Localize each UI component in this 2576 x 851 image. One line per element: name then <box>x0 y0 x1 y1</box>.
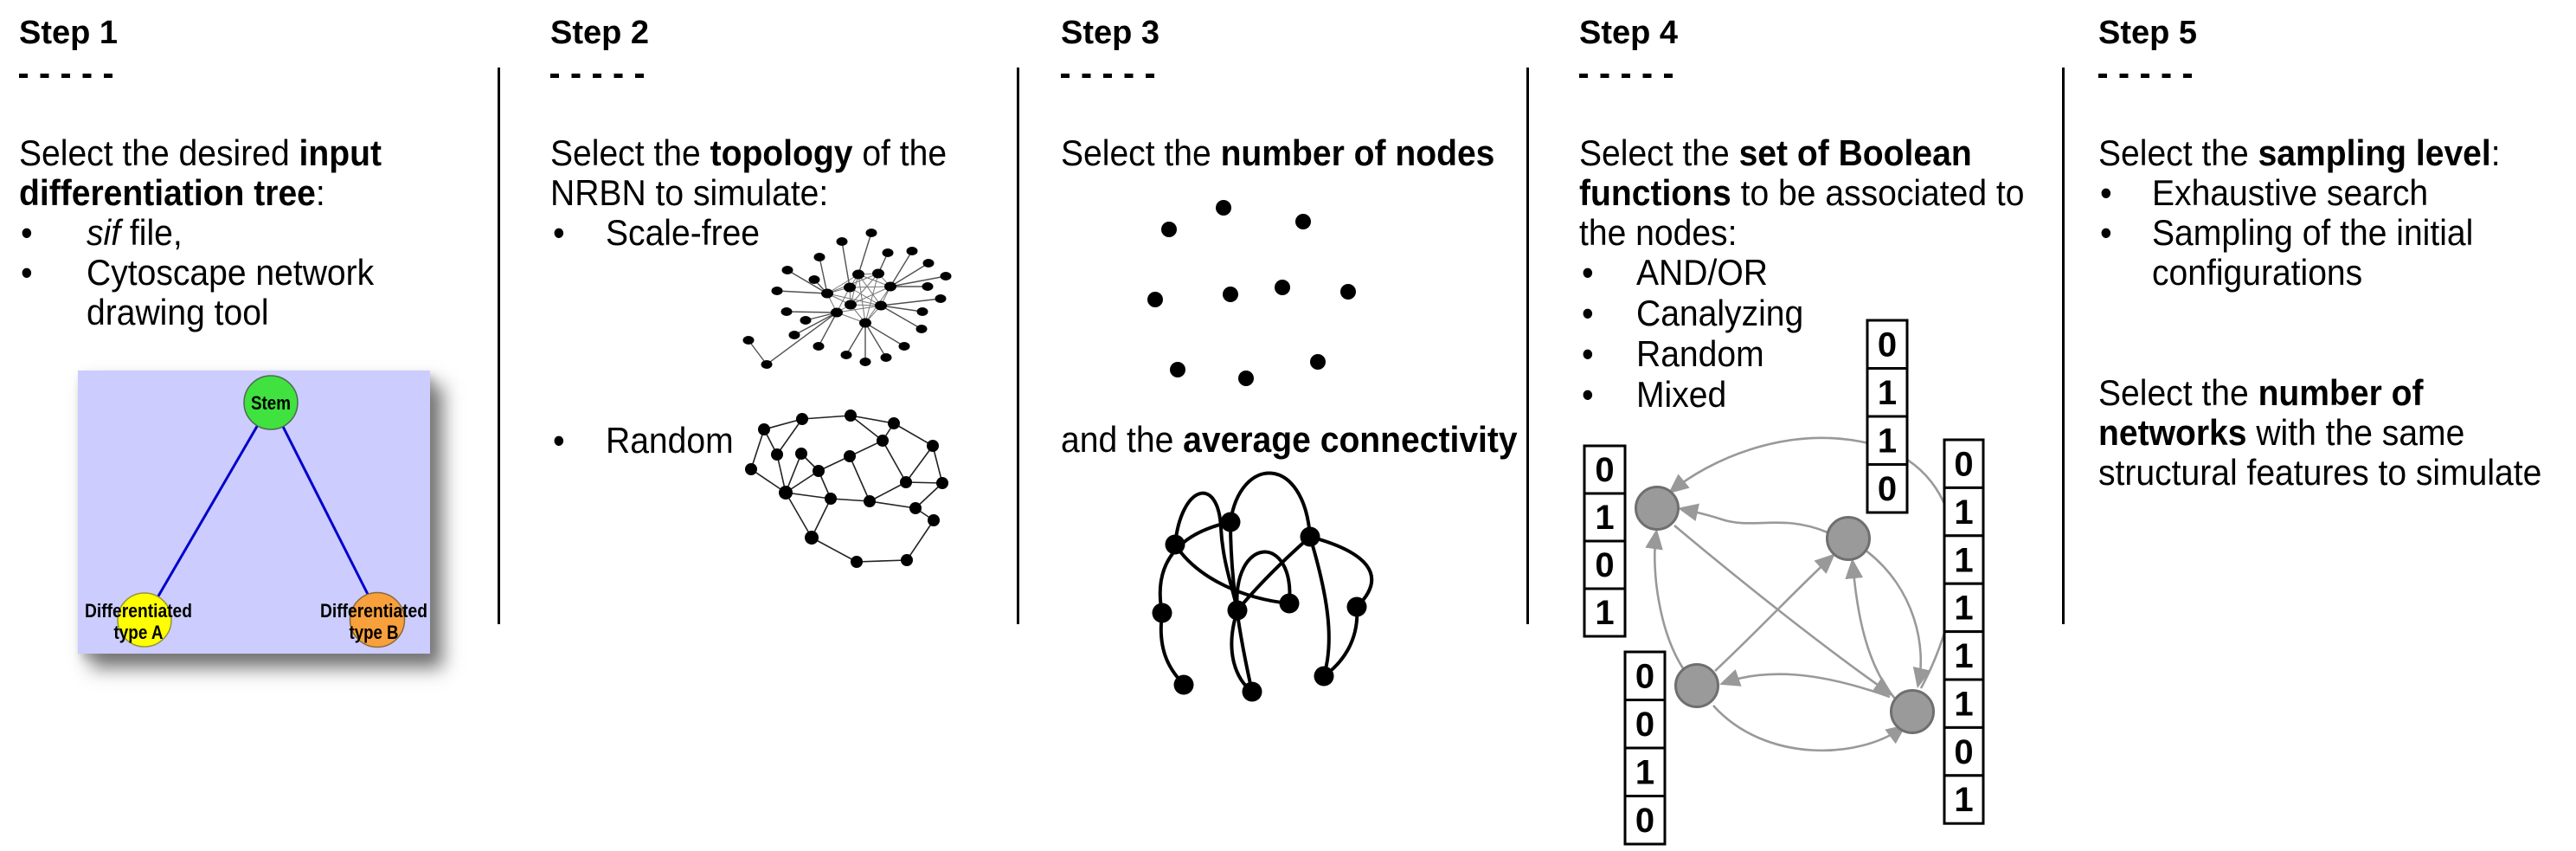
svg-text:1: 1 <box>1878 374 1897 412</box>
svg-text:type A: type A <box>114 622 164 643</box>
svg-text:0: 0 <box>1878 326 1897 364</box>
svg-text:1: 1 <box>1954 781 1973 819</box>
svg-text:Differentiated: Differentiated <box>320 600 427 622</box>
svg-text:1: 1 <box>1954 637 1973 675</box>
svg-text:0: 0 <box>1954 733 1973 771</box>
svg-text:Differentiated: Differentiated <box>85 600 192 622</box>
svg-text:1: 1 <box>1595 499 1614 537</box>
svg-text:0: 0 <box>1878 470 1897 508</box>
svg-text:1: 1 <box>1954 686 1973 724</box>
svg-text:Stem: Stem <box>251 392 291 414</box>
svg-text:0: 0 <box>1635 658 1654 696</box>
svg-text:1: 1 <box>1635 754 1654 792</box>
svg-text:1: 1 <box>1595 594 1614 632</box>
svg-text:0: 0 <box>1595 451 1614 489</box>
svg-text:1: 1 <box>1954 590 1973 628</box>
svg-text:0: 0 <box>1954 446 1973 484</box>
svg-text:0: 0 <box>1595 546 1614 584</box>
svg-text:0: 0 <box>1635 706 1654 744</box>
svg-text:0: 0 <box>1635 802 1654 840</box>
svg-text:1: 1 <box>1878 422 1897 461</box>
svg-text:1: 1 <box>1954 493 1973 532</box>
svg-text:type B: type B <box>350 622 399 643</box>
svg-text:1: 1 <box>1954 541 1973 579</box>
